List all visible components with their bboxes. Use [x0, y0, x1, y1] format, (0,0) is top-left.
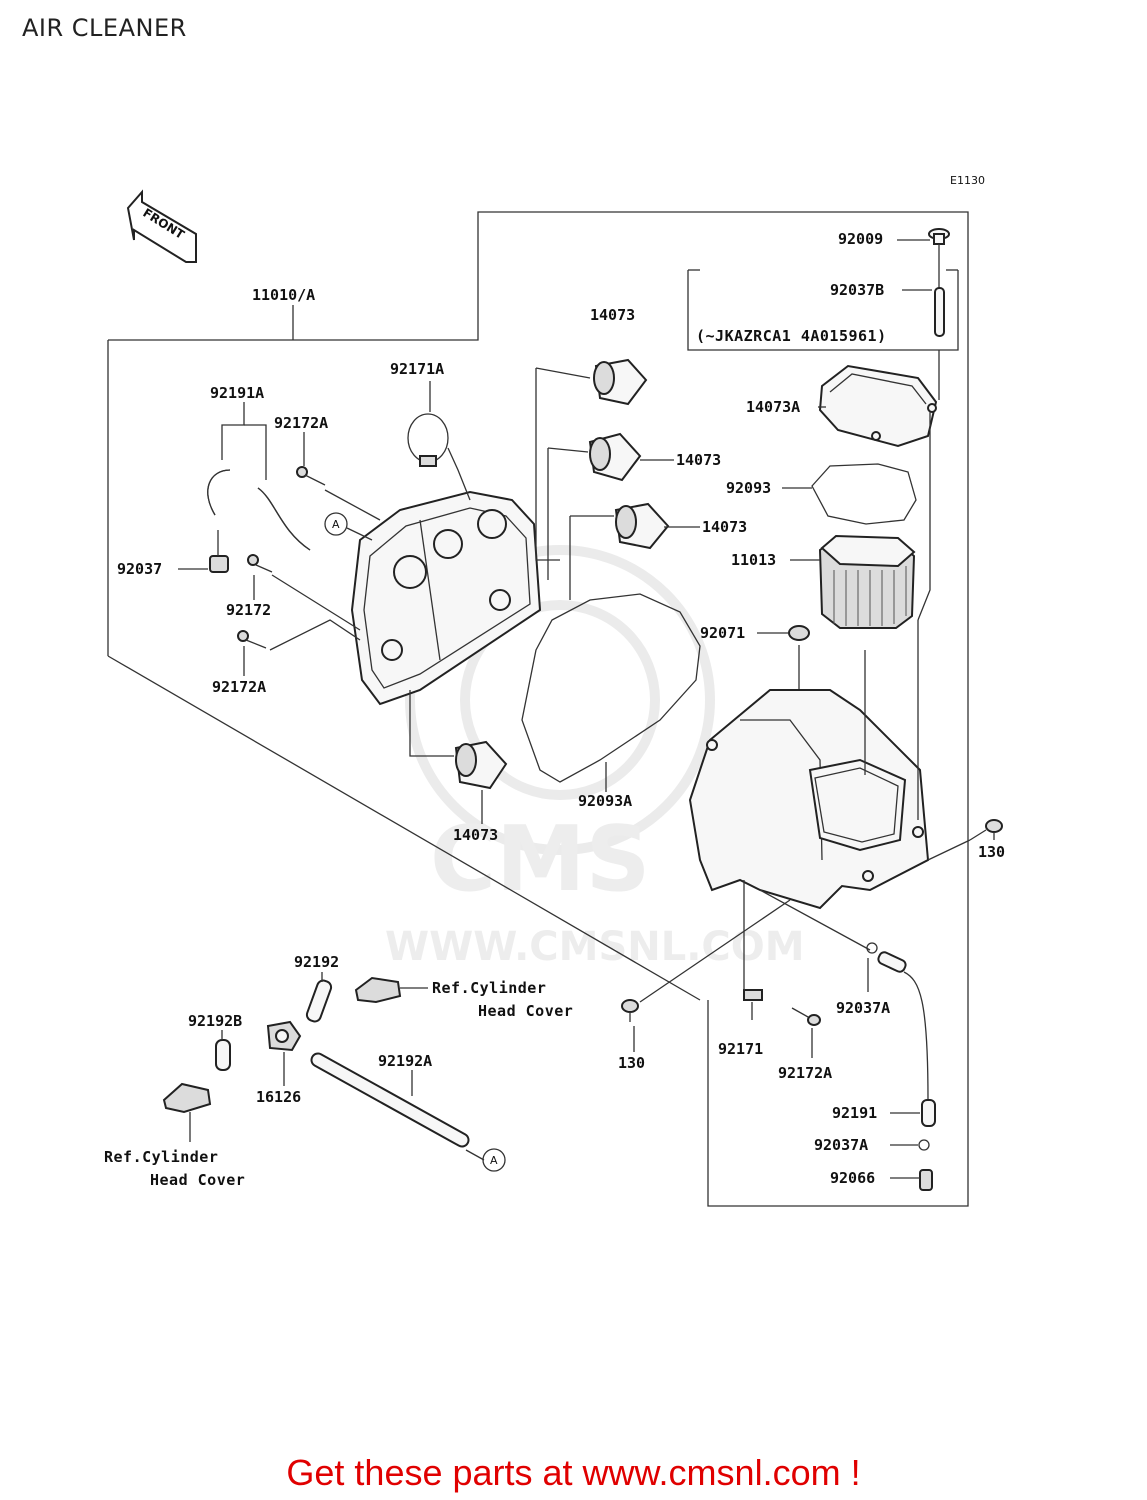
clip-92037	[178, 530, 229, 573]
ref-cover-part-2	[162, 1082, 212, 1142]
watermark-logo-text: CMS	[430, 807, 650, 912]
label-92172a-bottom: 92172A	[778, 1064, 832, 1082]
label-92172a-upper: 92172A	[274, 414, 328, 432]
ref-cylinder-1-line2: Head Cover	[478, 1002, 573, 1020]
label-92037: 92037	[117, 560, 162, 578]
label-14073-3: 14073	[702, 518, 747, 536]
label-92171: 92171	[718, 1040, 763, 1058]
label-11013: 11013	[731, 551, 776, 569]
serial-bracket	[687, 269, 959, 351]
label-92172a-lower: 92172A	[212, 678, 266, 696]
upper-housing	[350, 490, 542, 706]
marker-a-lower-text: A	[490, 1154, 498, 1167]
bolt-92172a-upper	[296, 432, 381, 521]
part-labels: 11010/A 92009 92037B (~JKAZRCA1 4A015961…	[104, 230, 1005, 1189]
air-filter-element-11013	[818, 534, 916, 629]
label-14073-2: 14073	[676, 451, 721, 469]
gasket-92093a	[521, 593, 701, 783]
bolt-92172a-bottom	[791, 1007, 821, 1058]
boot-14073-3	[614, 502, 670, 550]
label-11010a: 11010/A	[252, 286, 315, 304]
hose-92192a	[310, 1052, 485, 1161]
page-title: AIR CLEANER	[22, 14, 187, 42]
bolt-92172a-lower	[237, 619, 361, 676]
label-92172: 92172	[226, 601, 271, 619]
label-92037a-lower: 92037A	[814, 1136, 868, 1154]
watermark: CMS WWW.CMSNL.COM	[385, 545, 805, 970]
label-92037b: 92037B	[830, 281, 884, 299]
label-92093: 92093	[726, 479, 771, 497]
ref-cylinder-1-line1: Ref.Cylinder	[432, 979, 546, 997]
boot-14073-2	[588, 432, 642, 482]
label-92066: 92066	[830, 1169, 875, 1187]
label-92191: 92191	[832, 1104, 877, 1122]
boot-14073-4	[454, 740, 508, 790]
pin-92037b	[934, 287, 945, 400]
hose-92191a	[207, 402, 311, 551]
label-92093a: 92093A	[578, 792, 632, 810]
label-92192b: 92192B	[188, 1012, 242, 1030]
gasket-92093	[811, 463, 917, 525]
marker-a-lower: A	[482, 1148, 506, 1172]
clamp-92171a	[407, 381, 471, 501]
watermark-text: WWW.CMSNL.COM	[385, 924, 805, 970]
label-92071: 92071	[700, 624, 745, 642]
boot-14073-1	[593, 358, 648, 406]
label-92171a: 92171A	[390, 360, 444, 378]
label-serial-range: (~JKAZRCA1 4A015961)	[696, 327, 887, 345]
marker-a-upper: A	[324, 512, 373, 541]
assembly-boundary	[107, 211, 969, 1207]
bolt-130-left	[621, 899, 791, 1022]
label-92192a: 92192A	[378, 1052, 432, 1070]
lower-housing	[688, 412, 931, 910]
drain-hose	[759, 889, 936, 1191]
label-14073-1: 14073	[590, 306, 635, 324]
parts-diagram: CMS WWW.CMSNL.COM E1130 FRONT	[104, 174, 1005, 1207]
leader-lines	[409, 239, 932, 1052]
diagram-code: E1130	[950, 174, 985, 187]
ref-cylinder-2-line2: Head Cover	[150, 1171, 245, 1189]
label-130-left: 130	[618, 1054, 645, 1072]
label-16126: 16126	[256, 1088, 301, 1106]
clamp-92171	[743, 880, 763, 1020]
bolt-92172	[247, 554, 361, 631]
label-92037a-upper: 92037A	[836, 999, 890, 1017]
promo-link[interactable]: Get these parts at www.cmsnl.com !	[286, 1452, 861, 1493]
label-130-right: 130	[978, 843, 1005, 861]
valve-16126	[266, 1020, 302, 1086]
ref-cover-part-1	[354, 976, 428, 1004]
label-14073a: 14073A	[746, 398, 800, 416]
front-arrow-icon: FRONT	[126, 189, 197, 263]
ref-cylinder-2-line1: Ref.Cylinder	[104, 1148, 218, 1166]
bolt-130-right	[927, 819, 1003, 861]
cover-14073a	[818, 364, 938, 448]
label-92009: 92009	[838, 230, 883, 248]
marker-a-upper-text: A	[332, 518, 340, 531]
tube-92192b	[215, 1030, 231, 1071]
screw-92009	[928, 228, 950, 290]
label-14073-4: 14073	[453, 826, 498, 844]
label-92192: 92192	[294, 953, 339, 971]
tube-92192	[305, 972, 333, 1023]
label-92191a: 92191A	[210, 384, 264, 402]
